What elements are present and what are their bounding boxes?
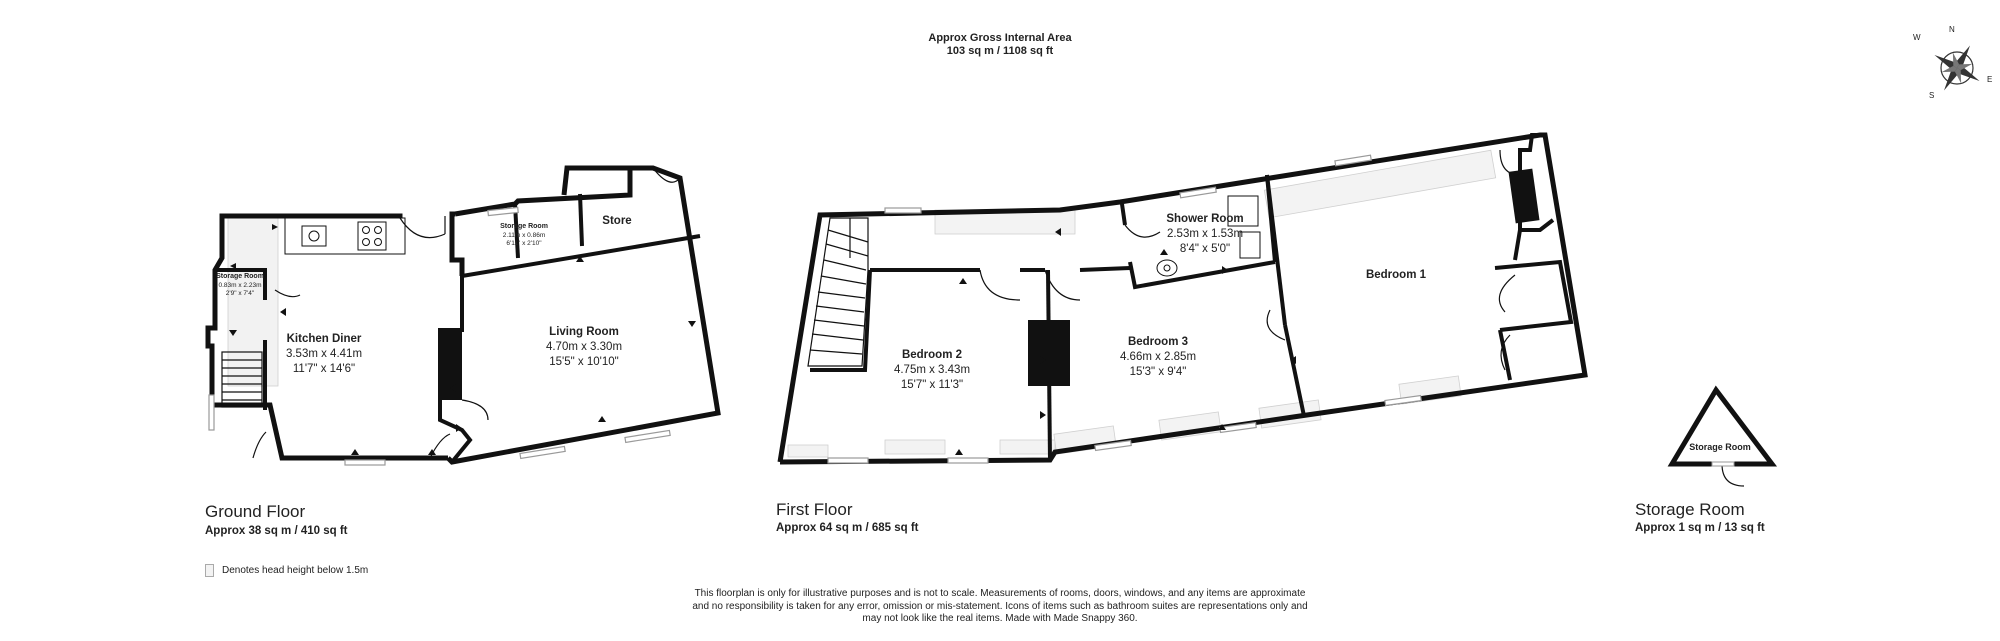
first-floor-wall — [810, 269, 872, 372]
first-floor-wall — [1128, 260, 1276, 290]
room-metric-kitchen: 3.53m x 4.41m — [286, 348, 362, 360]
area-value: 103 sq m / 1108 sq ft — [946, 45, 1054, 57]
room-imperial-bed3: 15'3" x 9'4" — [1130, 366, 1187, 378]
first-floor-wall — [1265, 174, 1287, 326]
storage-room-wall — [1667, 385, 1778, 467]
legend: Denotes head height below 1.5m — [205, 564, 368, 577]
room-imperial-shower: 8'4" x 5'0" — [1180, 243, 1230, 255]
ground-floor-wall — [461, 234, 701, 278]
room-name-bed1: Bedroom 1 — [1366, 269, 1427, 281]
first-floor-wall — [1518, 133, 1555, 232]
ground-floor-plan: Kitchen Diner 3.53m x 4.41m 11'7" x 14'6… — [205, 165, 721, 466]
room-metric-bed3: 4.66m x 2.85m — [1120, 351, 1196, 363]
shower-fixtures — [1156, 195, 1261, 277]
room-imperial-kitchen: 11'7" x 14'6" — [293, 363, 355, 375]
first-floor-wall — [1079, 266, 1131, 272]
room-metric-living: 4.70m x 3.30m — [546, 341, 622, 353]
ground-floor-wall — [454, 165, 633, 217]
compass-s: S — [1929, 91, 1934, 100]
low-ceiling-swatch-icon — [205, 564, 214, 577]
disclaimer: This floorplan is only for illustrative … — [620, 588, 1380, 626]
staircase — [807, 217, 869, 367]
first-floor-windows — [827, 154, 1422, 464]
room-name-storage-left: Storage Room — [216, 273, 264, 280]
room-imperial-storage-left: 2'9" x 7'4" — [226, 290, 255, 297]
room-name-shower: Shower Room — [1166, 213, 1243, 225]
room-name-kitchen: Kitchen Diner — [287, 333, 362, 345]
low-ceiling-area — [227, 215, 279, 387]
area-heading: Approx Gross Internal Area — [928, 32, 1072, 44]
disclaimer-line: This floorplan is only for illustrative … — [694, 588, 1306, 599]
storage-room-plan: Storage Room — [1667, 385, 1778, 487]
gross-internal-area: Approx Gross Internal Area 103 sq m / 11… — [0, 32, 2000, 58]
first-floor-wall — [777, 132, 1588, 465]
ground-floor-doors — [252, 167, 681, 459]
chimney-breast — [440, 330, 462, 400]
room-imperial-living: 15'5" x 10'10" — [549, 356, 618, 368]
room-name-store: Store — [602, 215, 631, 227]
direction-markers — [955, 228, 1296, 455]
disclaimer-line: and no responsibility is taken for any e… — [692, 600, 1308, 612]
room-imperial-bed2: 15'7" x 11'3" — [901, 379, 963, 391]
compass-w: W — [1913, 33, 1921, 42]
disclaimer-line: may not look like the real items. Made w… — [862, 613, 1138, 624]
first-floor-doors — [979, 149, 1521, 371]
room-metric-bed2: 4.75m x 3.43m — [894, 364, 970, 376]
direction-markers — [229, 224, 696, 455]
room-name-living: Living Room — [549, 326, 619, 338]
ground-floor-windows — [208, 206, 671, 466]
ground-floor-wall — [578, 193, 584, 247]
floor-area-first: Approx 64 sq m / 685 sq ft — [776, 522, 919, 534]
floor-title-storage: Storage Room — [1635, 500, 1745, 519]
floor-title-first: First Floor — [776, 500, 853, 519]
compass-icon: W N E S — [1913, 25, 1992, 100]
storage-room-window — [1711, 461, 1735, 467]
floor-title-ground: Ground Floor — [205, 502, 306, 521]
room-name-storage-top: Storage Room — [500, 223, 548, 230]
ground-floor-wall — [449, 211, 465, 276]
kitchen-counter — [284, 217, 406, 255]
first-floor-wall — [1513, 229, 1522, 261]
staircase — [221, 351, 263, 408]
room-metric-shower: 2.53m x 1.53m — [1167, 228, 1243, 240]
chimney-breast — [1508, 168, 1540, 224]
room-imperial-storage-top: 6'11" x 2'10" — [506, 240, 542, 247]
room-name-bed3: Bedroom 3 — [1128, 336, 1188, 348]
legend-text: Denotes head height below 1.5m — [222, 565, 369, 577]
ground-floor-wall — [215, 268, 267, 300]
first-floor-wall — [1283, 324, 1306, 417]
ground-floor-wall — [205, 213, 448, 461]
room-metric-storage-left: 0.83m x 2.23m — [219, 282, 262, 289]
floor-area-storage: Approx 1 sq m / 13 sq ft — [1635, 522, 1765, 534]
room-metric-storage-top: 2.11m x 0.86m — [503, 232, 546, 239]
chimney-breast — [1028, 320, 1070, 386]
first-floor-plan: Bedroom 2 4.75m x 3.43m 15'7" x 11'3" Be… — [777, 132, 1588, 465]
compass-n: N — [1949, 25, 1955, 34]
first-floor-wall — [1120, 203, 1127, 226]
first-floor-wall — [1494, 259, 1574, 332]
room-name-storage-small: Storage Room — [1689, 442, 1751, 452]
room-name-bed2: Bedroom 2 — [902, 349, 962, 361]
floor-area-ground: Approx 38 sq m / 410 sq ft — [205, 525, 348, 537]
storage-room-door — [1721, 463, 1745, 487]
first-floor-wall — [1498, 329, 1512, 381]
compass-e: E — [1987, 75, 1992, 84]
